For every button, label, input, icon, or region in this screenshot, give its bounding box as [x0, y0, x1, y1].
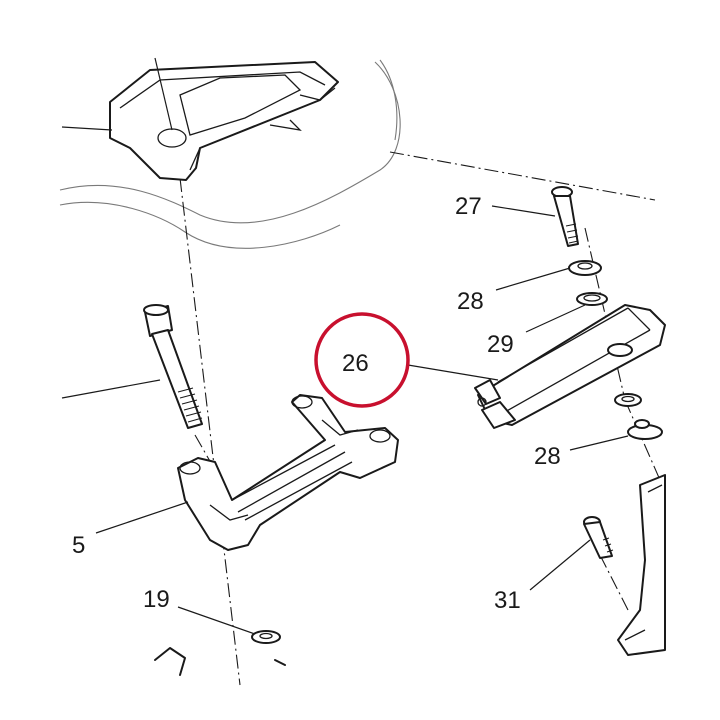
axis-right-stack: [584, 227, 626, 401]
leader-part-26: [407, 364, 499, 381]
leader-part-28-lower: [569, 435, 629, 451]
leader-part-29: [525, 304, 586, 333]
label-part-5: 5: [72, 532, 85, 559]
label-part-28-upper: 28: [457, 288, 484, 315]
leader-upper-clamp: [61, 126, 113, 131]
long-bolt: [143, 304, 203, 429]
axis-lines: [179, 151, 661, 686]
leader-upper-clamp-top: [154, 57, 173, 131]
label-part-28-lower: 28: [534, 443, 561, 470]
axis-screw-31: [599, 554, 629, 611]
label-part-27: 27: [455, 193, 482, 220]
label-part-26: 26: [342, 350, 369, 377]
frame-bracket: [617, 474, 666, 656]
highlight-circle: [314, 312, 410, 408]
lower-part-fragment-2: [274, 659, 286, 666]
upper-clamp: [109, 61, 339, 181]
axis-vertical-left: [179, 177, 241, 686]
washer-19: [251, 630, 281, 644]
lower-bracket-5: [177, 394, 399, 551]
label-part-19: 19: [143, 586, 170, 613]
steering-damper-26: [474, 304, 666, 429]
lower-part-fragment: [154, 647, 186, 676]
leader-part-27: [491, 205, 556, 217]
axis-diagonal-top: [389, 151, 656, 201]
leader-long-bolt: [61, 379, 161, 399]
leader-part-28-upper: [495, 267, 571, 291]
axis-right-lower: [624, 399, 661, 481]
label-part-31: 31: [494, 587, 521, 614]
washer-28-upper: [568, 260, 602, 276]
washer-28-lower: [627, 419, 663, 440]
washer-right-mid: [614, 393, 642, 407]
leader-part-31: [529, 539, 591, 591]
label-part-29: 29: [487, 331, 514, 358]
leader-part-19: [177, 606, 256, 635]
washer-29: [576, 292, 608, 306]
leader-part-5: [95, 501, 189, 534]
screw-31: [583, 516, 614, 559]
background-outline: [59, 59, 401, 249]
bolt-27: [551, 186, 579, 247]
